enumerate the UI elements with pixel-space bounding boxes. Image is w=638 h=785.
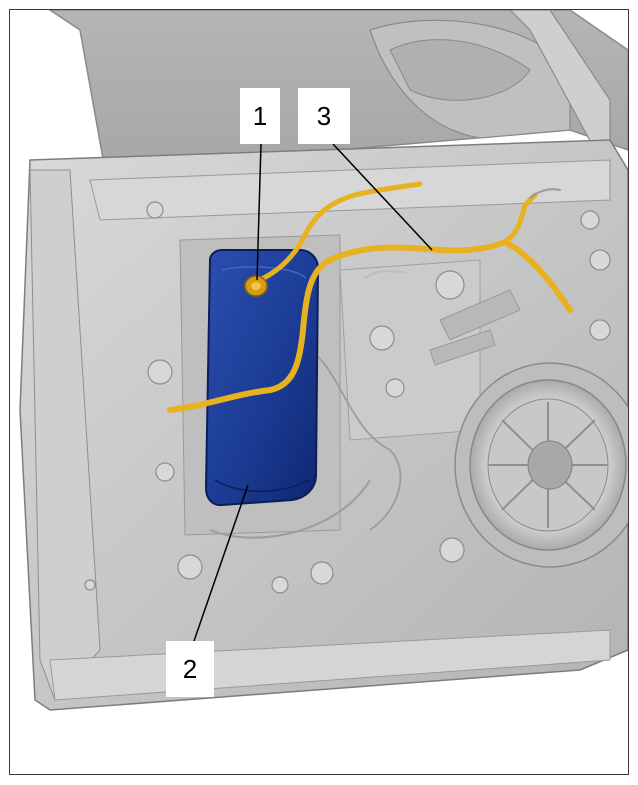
door-inner-panel [19, 139, 628, 711]
callout-label-1: 1 [240, 88, 280, 144]
grommet-icon [244, 275, 268, 297]
wiring-harness-icon [167, 181, 573, 413]
callout-label-2: 2 [166, 641, 214, 697]
loudspeaker-icon [454, 362, 628, 568]
leader-line-2 [193, 484, 249, 642]
cover-plate-icon [204, 249, 320, 507]
leader-line-3 [332, 143, 433, 251]
callout-label-3: 3 [298, 88, 350, 144]
diagram-frame: 1 3 2 [9, 9, 629, 775]
door-illustration [19, 10, 628, 711]
panel-fastener-points [84, 201, 611, 594]
leader-lines [193, 143, 433, 642]
leader-line-1 [256, 143, 262, 281]
